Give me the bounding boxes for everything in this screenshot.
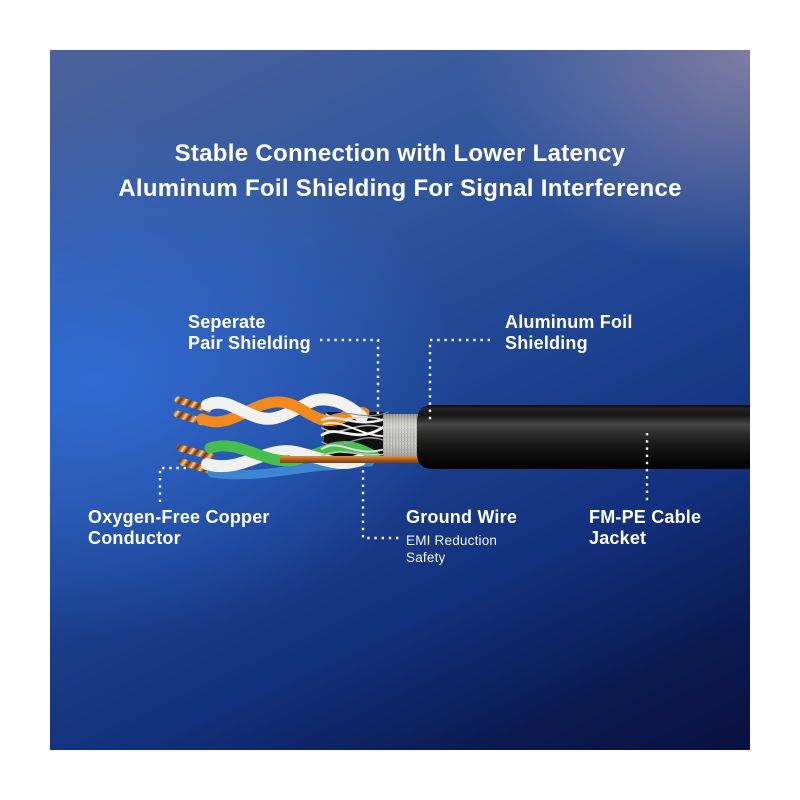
leader-ground-wire [361,463,400,540]
callout-separate-pair-shielding-line2: Pair Shielding [188,332,311,353]
callout-oxygen-free-copper: Oxygen-Free Copper Conductor [88,507,270,548]
callout-ground-wire-subtext: EMI Reduction Safety [406,533,497,566]
cable-illustration [158,338,750,540]
twisted-pair-orange-white [196,393,370,428]
headline-line2: Aluminum Foil Shielding For Signal Inter… [118,175,682,202]
cable-jacket [417,405,750,469]
callout-separate-pair-shielding-line1: Seperate [188,312,266,332]
callout-aluminum-foil-shielding-line2: Shielding [505,332,588,353]
leader-lines [158,338,649,540]
braid-collar-band [383,414,419,463]
callout-aluminum-foil-shielding: Aluminum Foil Shielding [505,312,633,353]
callout-fm-pe-cable-jacket: FM-PE Cable Jacket [589,507,701,548]
callout-separate-pair-shielding: Seperate Pair Shielding [188,312,311,353]
callout-aluminum-foil-shielding-line1: Aluminum Foil [505,312,633,332]
leader-separate-pair-shielding [320,338,380,414]
callout-ground-wire-title: Ground Wire [406,507,518,527]
callout-oxygen-free-copper-line1: Oxygen-Free Copper [88,507,270,527]
callout-ground-wire: Ground Wire [406,507,517,528]
callout-ground-wire-sub-line2: Safety [406,549,446,565]
gradient-canvas: Stable Connection with Lower Latency Alu… [50,50,750,750]
headline-line1: Stable Connection with Lower Latency [174,140,626,167]
callout-ground-wire-sub-line1: EMI Reduction [406,533,498,548]
leader-aluminum-foil-shielding [428,338,490,421]
callout-oxygen-free-copper-line2: Conductor [88,527,181,548]
foil-shield-strands [320,411,390,461]
callout-fm-pe-cable-jacket-line2: Jacket [589,527,647,548]
headline: Stable Connection with Lower Latency Alu… [50,136,750,206]
ground-wire-strip [280,456,419,463]
leader-oxygen-free-copper [158,466,186,506]
callout-fm-pe-cable-jacket-line1: FM-PE Cable [589,507,702,527]
